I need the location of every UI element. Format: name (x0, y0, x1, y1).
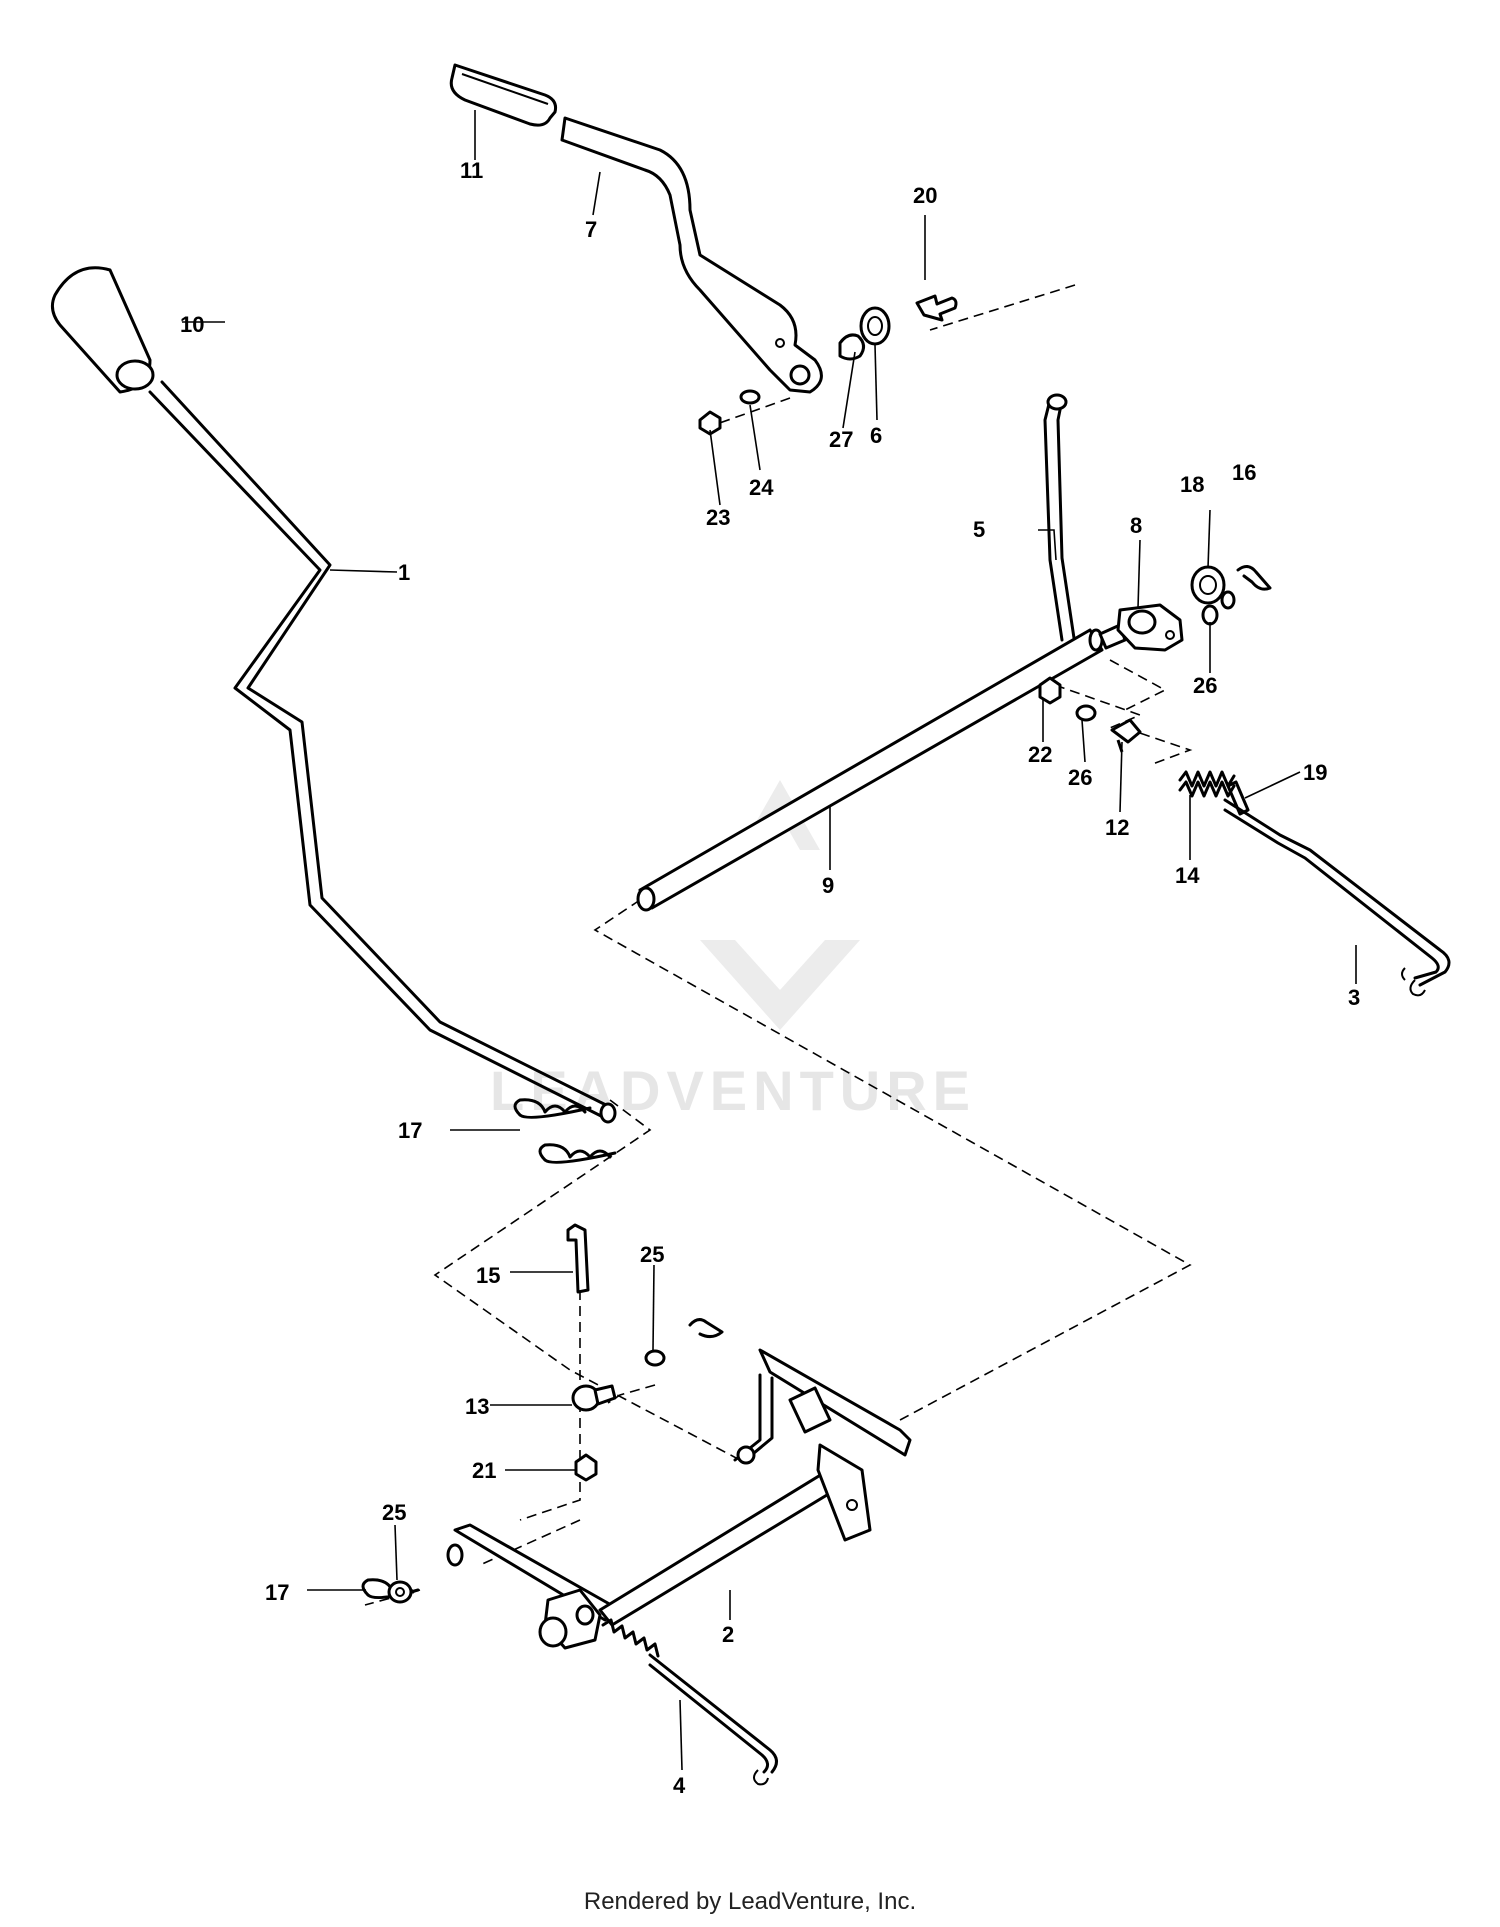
callout-22: 22 (1028, 742, 1052, 767)
callout-9: 9 (822, 873, 834, 898)
dashed-connections (364, 284, 1193, 1606)
callout-2: 2 (722, 1622, 734, 1647)
part-6-bushing (859, 306, 891, 346)
callout-19: 19 (1303, 760, 1327, 785)
callout-17b: 17 (265, 1580, 289, 1605)
part-24-washer (739, 389, 761, 405)
part-21-nut (574, 1453, 598, 1482)
part-25-washer-lower (387, 1580, 413, 1604)
footer-credit: Rendered by LeadVenture, Inc. (583, 1888, 917, 1915)
callout-13: 13 (465, 1394, 489, 1419)
callout-24: 24 (749, 475, 774, 500)
callout-11: 11 (460, 158, 483, 183)
callout-4: 4 (673, 1773, 686, 1798)
part-26-washer-a (1201, 604, 1219, 626)
callout-3: 3 (1348, 985, 1360, 1010)
callout-12: 12 (1105, 815, 1129, 840)
part-10-handle-grip (50, 266, 155, 394)
part-25-washer-upper (644, 1349, 666, 1367)
callout-20: 20 (913, 183, 937, 208)
lower-hardware (361, 1578, 420, 1604)
callout-26b: 26 (1068, 765, 1092, 790)
part-1-lever-rod (148, 380, 617, 1124)
upper-clip (688, 1318, 724, 1339)
callout-25a: 25 (640, 1242, 664, 1267)
part-11-pedal-pad (449, 63, 557, 127)
callout-15: 15 (476, 1263, 500, 1288)
callout-7: 7 (585, 217, 597, 242)
callout-26a: 26 (1193, 673, 1217, 698)
part-14-spring-and-part-3-rod (1178, 770, 1451, 997)
part-22-nut (1038, 676, 1062, 705)
callout-10: 10 (180, 312, 204, 337)
callout-23: 23 (706, 505, 730, 530)
part-9-cross-shaft (636, 623, 1127, 912)
watermark: LEADVENTURE (490, 780, 970, 1122)
leader-lines (182, 110, 1357, 1771)
part-5-rod (1043, 393, 1076, 642)
part-16-clip (1236, 565, 1272, 591)
callout-21: 21 (472, 1458, 496, 1483)
callout-labels: 1 2 3 4 5 6 7 8 9 10 11 12 13 14 15 16 1… (180, 158, 1360, 1798)
part-26-washer-b (1075, 704, 1097, 722)
part-27-clip (838, 333, 865, 361)
callout-1: 1 (398, 560, 410, 585)
linkage-pin-assembly (566, 1223, 724, 1482)
callout-5: 5 (973, 517, 985, 542)
callout-16: 16 (1232, 460, 1256, 485)
callout-14: 14 (1175, 863, 1200, 888)
callout-18: 18 (1180, 472, 1204, 497)
part-18-bushing (1190, 565, 1226, 605)
part-15-pin (566, 1223, 590, 1294)
part-17-hairpins-upper (513, 1098, 617, 1164)
callout-27: 27 (829, 427, 853, 452)
part-20-bolt (915, 294, 958, 322)
callout-25b: 25 (382, 1500, 406, 1525)
callout-8: 8 (1130, 513, 1142, 538)
part-2-lift-shaft (446, 1348, 912, 1786)
pedal-hardware (698, 294, 958, 436)
shaft-hardware (1038, 565, 1272, 816)
part-7-pedal-arm (560, 116, 823, 394)
callout-17a: 17 (398, 1118, 422, 1143)
callout-6: 6 (870, 423, 882, 448)
part-23-nut (698, 410, 722, 436)
